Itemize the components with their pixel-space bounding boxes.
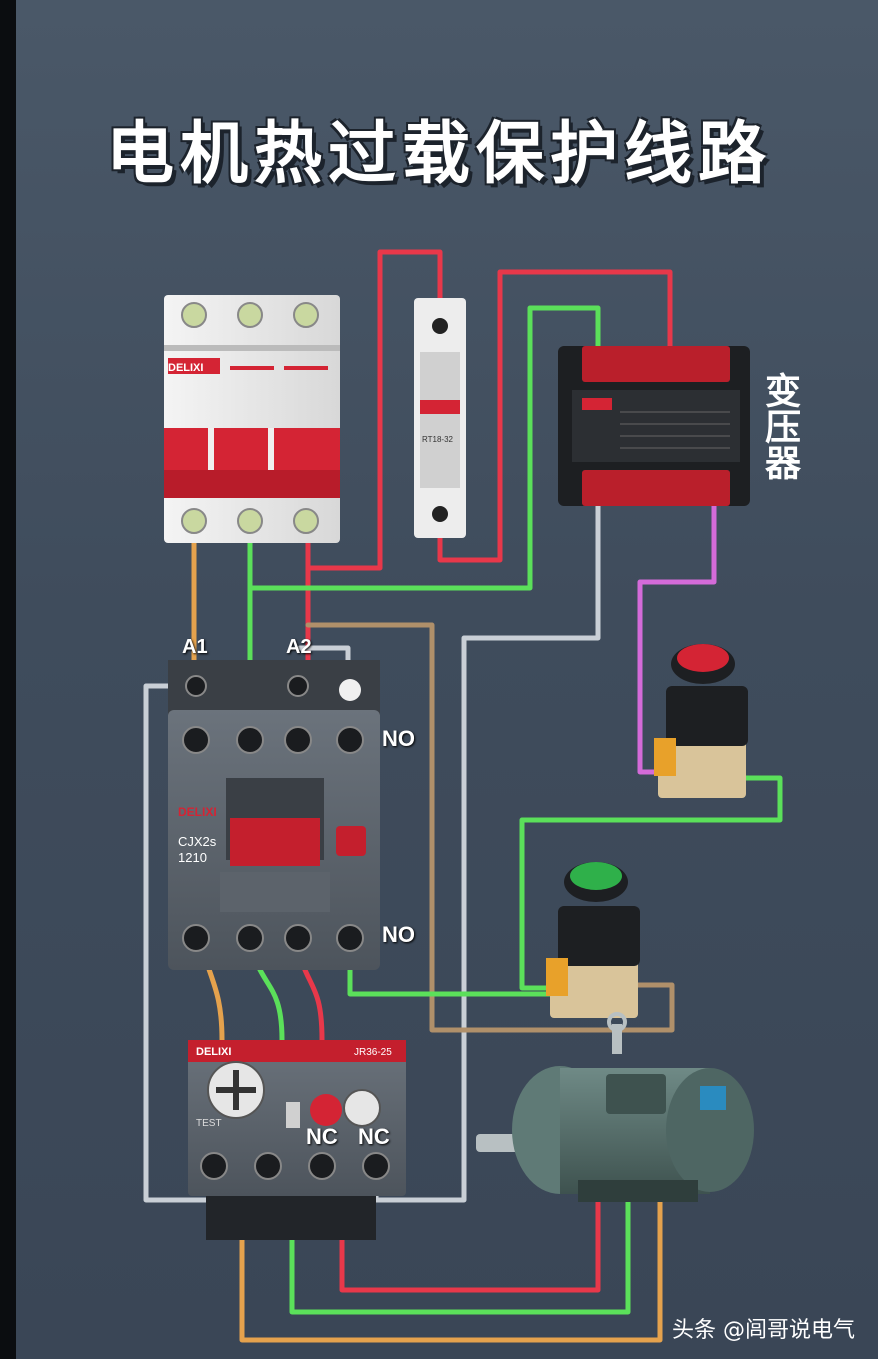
diagram-title: 电机热过载保护线路 — [105, 115, 772, 194]
relay-test: TEST — [196, 1118, 222, 1129]
wire-orange-relay-motor — [239, 1197, 663, 1343]
wire-tan-loop — [305, 622, 675, 1033]
no-top-label: NO — [382, 726, 415, 751]
wire-red-relay-motor — [339, 1197, 601, 1293]
wire-green-relay-motor — [289, 1197, 631, 1315]
transformer — [558, 346, 750, 506]
contactor-brand: DELIXI — [178, 805, 217, 819]
motor — [476, 1012, 754, 1202]
fuse-model: RT18-32 — [422, 435, 454, 444]
contactor — [168, 660, 380, 970]
terminal-a1-label: A1 — [182, 636, 208, 658]
watermark: 头条 @闾哥说电气 — [672, 1318, 855, 1343]
relay-brand: DELIXI — [196, 1046, 231, 1058]
wire-green-breaker-transformer — [247, 305, 601, 591]
stop-button — [654, 644, 748, 798]
breaker-brand: DELIXI — [168, 362, 203, 374]
circuit-breaker — [164, 295, 340, 543]
transformer-label: 变压器 — [759, 372, 800, 480]
fuse-holder — [414, 298, 466, 538]
wire-purple-transformer-stop — [637, 487, 717, 775]
contactor-model-1: CJX2s — [178, 834, 217, 849]
nc-right-label: NC — [358, 1124, 390, 1149]
wire-green-stop-start — [519, 775, 783, 991]
start-button — [546, 862, 640, 1018]
contactor-model-2: 1210 — [178, 850, 207, 865]
left-edge-strip — [0, 0, 16, 1359]
wire-red-fuse-transformer — [437, 269, 673, 563]
nc-left-label: NC — [306, 1124, 338, 1149]
terminal-a2-label: A2 — [286, 636, 312, 658]
relay-model: JR36-25 — [354, 1047, 392, 1058]
thermal-relay — [188, 1040, 406, 1240]
no-bottom-label: NO — [382, 922, 415, 947]
